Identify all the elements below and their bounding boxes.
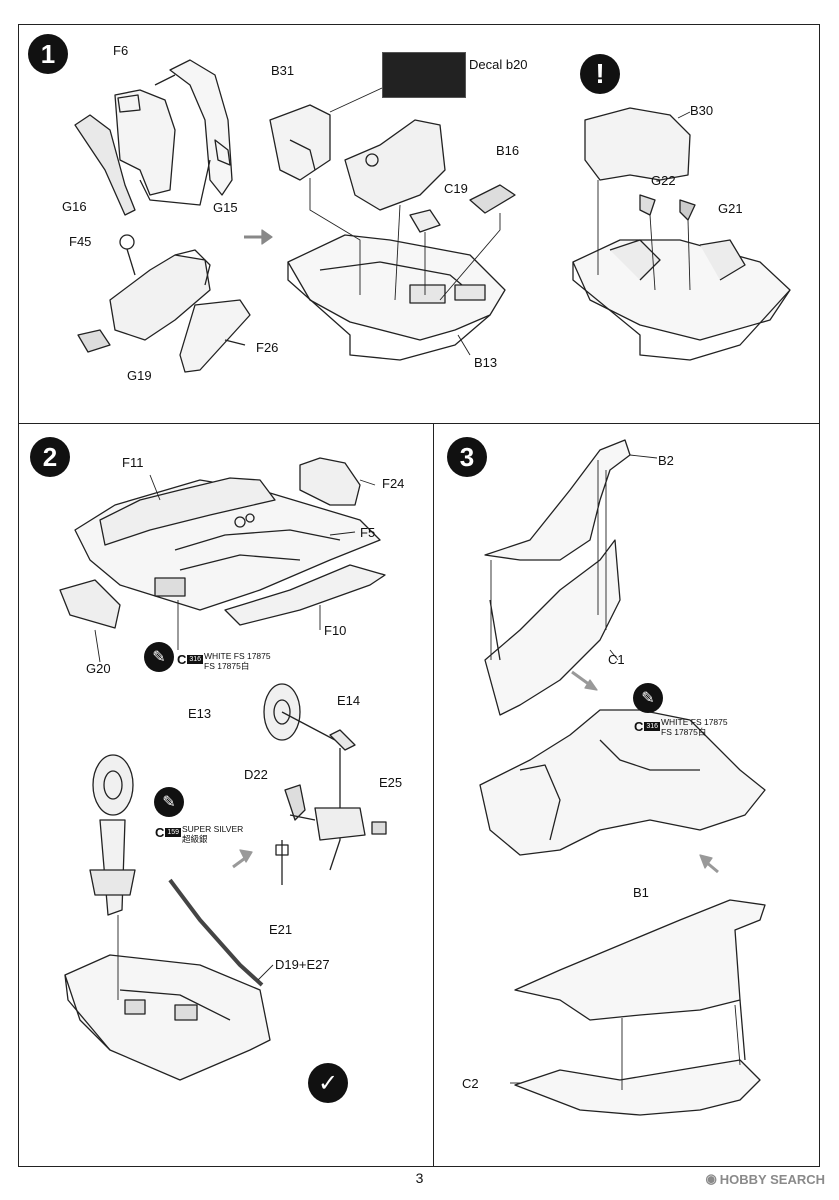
watermark: ◉ HOBBY SEARCH	[705, 1171, 825, 1187]
label-b30: B30	[690, 103, 714, 118]
c19-shape	[409, 209, 441, 233]
label-b1: B1	[633, 885, 649, 900]
intake-lower-c1	[484, 539, 621, 716]
label-g22: G22	[651, 173, 676, 188]
b16-shape	[469, 184, 516, 214]
cockpit-tub-1	[287, 234, 506, 361]
label-c19: C19	[444, 181, 468, 196]
label-g19: G19	[127, 368, 152, 383]
decal-b20-swatch	[382, 52, 466, 98]
label-decal-b20: Decal b20	[469, 57, 528, 72]
paint-brush-icon-silver: ✎	[154, 787, 184, 817]
label-b16: B16	[496, 143, 520, 158]
label-f26: F26	[256, 340, 279, 355]
label-e21: E21	[269, 922, 293, 937]
floor-assembly	[59, 457, 386, 629]
nose-gear-exploded	[263, 683, 387, 885]
label-b31: B31	[271, 63, 295, 78]
step-2-badge: 2	[30, 437, 70, 477]
label-f10: F10	[324, 623, 347, 638]
label-g15: G15	[213, 200, 238, 215]
label-d19-e27: D19+E27	[275, 957, 330, 972]
label-f24: F24	[382, 476, 405, 491]
label-f11: F11	[122, 455, 144, 470]
label-f6: F6	[113, 43, 129, 58]
gear-and-wheel-well	[64, 754, 271, 1081]
b31-panel-part	[269, 104, 331, 181]
intake-upper-b1	[514, 899, 766, 1021]
paint-brush-icon-white: ✎	[144, 642, 174, 672]
intake-lower-c2	[514, 999, 761, 1116]
label-b13: B13	[474, 355, 498, 370]
label-g21: G21	[718, 201, 743, 216]
attention-icon: !	[580, 54, 620, 94]
label-b2: B2	[658, 453, 674, 468]
step-1-badge: 1	[28, 34, 68, 74]
label-d22: D22	[244, 767, 268, 782]
seat-assembly-exploded	[74, 59, 233, 216]
cockpit-tub-2	[572, 107, 791, 361]
label-e25: E25	[379, 775, 403, 790]
page-number: 3	[415, 1170, 424, 1186]
step3-panel	[433, 423, 820, 1167]
label-e13: E13	[188, 706, 212, 721]
seat-assembly-combined	[77, 234, 251, 373]
label-f45: F45	[69, 234, 92, 249]
label-f5: F5	[360, 525, 376, 540]
ejection-seat-1b	[344, 119, 446, 211]
label-g20: G20	[86, 661, 111, 676]
check-icon: ✓	[308, 1063, 348, 1103]
watermark-logo-icon: ◉	[705, 1171, 717, 1186]
label-e14: E14	[337, 693, 361, 708]
label-c2: C2	[462, 1076, 479, 1091]
step-3-badge: 3	[447, 437, 487, 477]
intake-upper-b2	[484, 439, 631, 561]
intake-assembled	[479, 709, 766, 856]
label-c1: C1	[608, 652, 625, 667]
paint-brush-icon-white-step3: ✎	[633, 683, 663, 713]
label-g16: G16	[62, 199, 87, 214]
